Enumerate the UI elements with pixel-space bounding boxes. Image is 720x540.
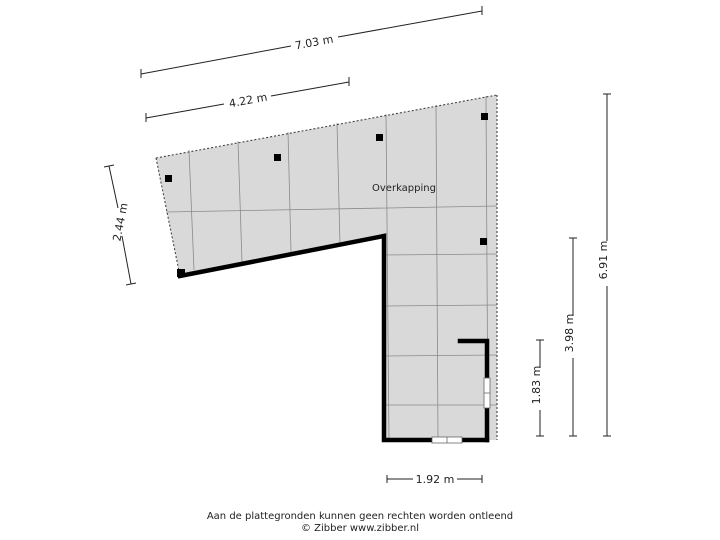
dimension-label-right-partial: 3.98 m [563,314,576,353]
wall [177,233,490,443]
tile-grid [165,95,498,441]
dimension-label-left-side: 2.44 m [110,202,130,242]
dimension-label-right-small: 1.83 m [530,366,543,405]
room-label: Overkapping [372,183,436,194]
dimension-label-right-total: 6.91 m [597,241,610,280]
footer-copyright: © Zibber www.zibber.nl [300,523,420,534]
dimension-lines [103,6,611,483]
dimension-label-top-total: 7.03 m [294,33,334,53]
footer-disclaimer: Aan de plattegronden kunnen geen rechten… [206,511,514,522]
dimension-label-top-partial: 4.22 m [228,91,268,111]
floor-area [156,95,497,440]
open-edge [155,94,498,440]
support-post [165,113,488,277]
dimension-label-bottom: 1.92 m [416,473,455,486]
